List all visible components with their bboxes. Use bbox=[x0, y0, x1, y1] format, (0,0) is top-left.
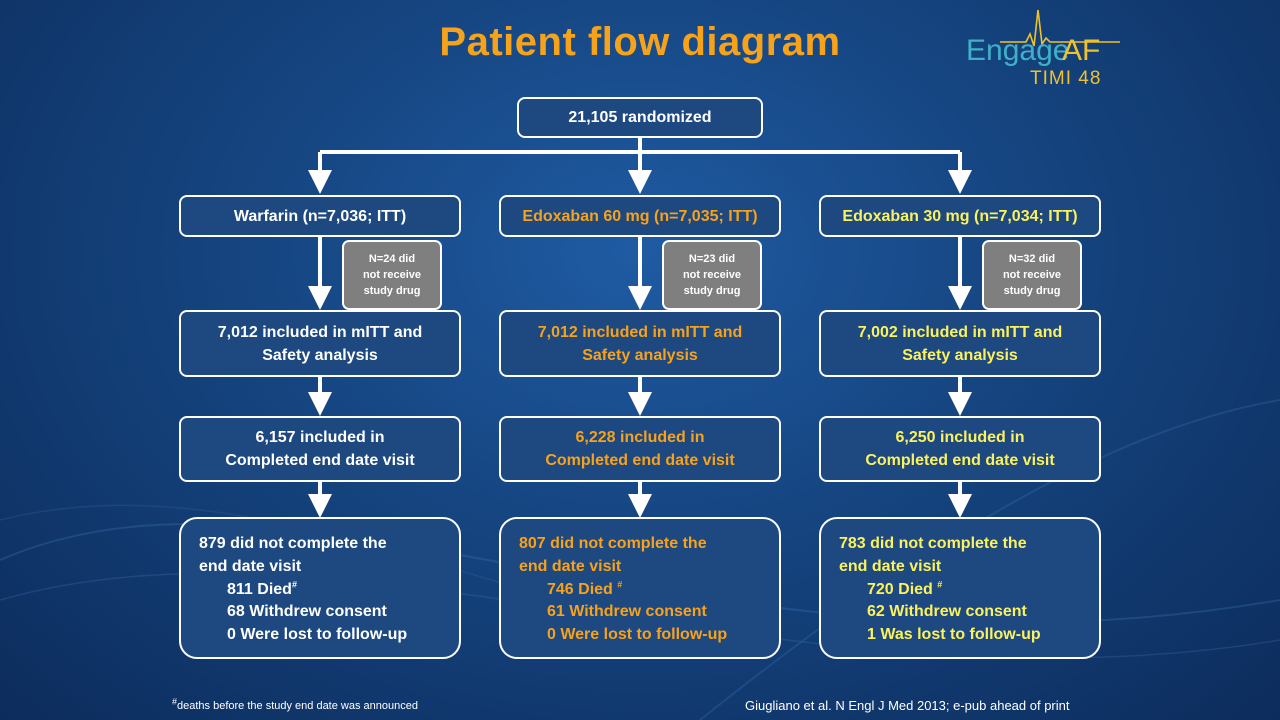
mitt-line: Safety analysis bbox=[582, 346, 698, 364]
footnote-mark: # bbox=[291, 579, 297, 590]
mitt-line: Safety analysis bbox=[262, 346, 378, 364]
page-title: Patient flow diagram bbox=[439, 20, 841, 64]
edox60-completed-box: 6,228 included in Completed end date vis… bbox=[499, 416, 781, 482]
edox60-arm-box: Edoxaban 60 mg (n=7,035; ITT) bbox=[499, 195, 781, 237]
completed-line: 6,250 included in bbox=[895, 429, 1025, 446]
engage-af-logo: Engage AF TIMI 48 bbox=[960, 8, 1120, 92]
edox30-completed-box: 6,250 included in Completed end date vis… bbox=[819, 416, 1101, 482]
completed-line: 6,228 included in bbox=[575, 429, 705, 446]
mitt-line: Safety analysis bbox=[902, 346, 1018, 364]
note-line: study drug bbox=[363, 285, 421, 297]
edox30-arm-box: Edoxaban 30 mg (n=7,034; ITT) bbox=[819, 195, 1101, 237]
withdrew-label: 68 Withdrew consent bbox=[227, 603, 387, 621]
died-row: 720 Died # bbox=[839, 579, 942, 602]
citation: Giugliano et al. N Engl J Med 2013; e-pu… bbox=[745, 698, 1070, 713]
completed-line: Completed end date visit bbox=[865, 452, 1055, 469]
not-complete-line: end date visit bbox=[199, 557, 302, 575]
edox30-mitt-box: 7,002 included in mITT and Safety analys… bbox=[819, 310, 1101, 377]
randomized-box: 21,105 randomized bbox=[517, 97, 763, 138]
edox30-no-drug-note: N=32 did not receive study drug bbox=[982, 240, 1082, 310]
note-line: study drug bbox=[683, 285, 741, 297]
edox30-not-complete-box: 783 did not complete the end date visit … bbox=[819, 517, 1101, 659]
warfarin-not-complete-box: 879 did not complete the end date visit … bbox=[179, 517, 461, 659]
died-row: 746 Died # bbox=[519, 579, 622, 602]
edox60-mitt-box: 7,012 included in mITT and Safety analys… bbox=[499, 310, 781, 377]
died-label: 720 Died bbox=[867, 580, 933, 598]
died-label: 746 Died bbox=[547, 580, 613, 598]
note-line: not receive bbox=[362, 269, 422, 281]
not-complete-line: 807 did not complete the bbox=[519, 535, 707, 552]
not-complete-line: end date visit bbox=[519, 557, 622, 575]
note-line: not receive bbox=[682, 269, 742, 281]
withdrew-label: 61 Withdrew consent bbox=[547, 603, 707, 621]
logo-af-text: AF bbox=[1062, 34, 1101, 67]
completed-line: 6,157 included in bbox=[255, 429, 385, 446]
mitt-line: 7,002 included in mITT and bbox=[857, 323, 1063, 341]
note-line: study drug bbox=[1003, 285, 1061, 297]
note-line: N=24 did bbox=[368, 253, 416, 265]
warfarin-mitt-box: 7,012 included in mITT and Safety analys… bbox=[179, 310, 461, 377]
completed-line: Completed end date visit bbox=[225, 452, 415, 469]
warfarin-completed-box: 6,157 included in Completed end date vis… bbox=[179, 416, 461, 482]
edox60-no-drug-note: N=23 did not receive study drug bbox=[662, 240, 762, 310]
footnote-mark: # bbox=[937, 579, 943, 590]
note-line: N=32 did bbox=[1008, 253, 1056, 265]
arm-name: Edoxaban 60 mg (n=7,035; ITT) bbox=[522, 207, 758, 225]
footnote-mark: # bbox=[172, 696, 178, 707]
not-complete-line: end date visit bbox=[839, 557, 942, 575]
completed-line: Completed end date visit bbox=[545, 452, 735, 469]
footnote-text: deaths before the study end date was ann… bbox=[177, 700, 418, 712]
pulse-line-icon bbox=[1000, 9, 1120, 47]
randomized-label: 21,105 randomized bbox=[568, 109, 712, 126]
warfarin-arm-box: Warfarin (n=7,036; ITT) bbox=[179, 195, 461, 237]
died-row: 811 Died# bbox=[199, 579, 297, 602]
mitt-line: 7,012 included in mITT and bbox=[217, 323, 423, 341]
mitt-line: 7,012 included in mITT and bbox=[537, 323, 743, 341]
note-line: not receive bbox=[1002, 269, 1062, 281]
edox60-not-complete-box: 807 did not complete the end date visit … bbox=[499, 517, 781, 659]
lost-label: 1 Was lost to follow-up bbox=[867, 626, 1041, 644]
logo-timi-text: TIMI 48 bbox=[1030, 68, 1102, 89]
lost-label: 0 Were lost to follow-up bbox=[227, 626, 408, 644]
not-complete-line: 879 did not complete the bbox=[199, 535, 387, 552]
footnote-mark: # bbox=[617, 579, 623, 590]
not-complete-line: 783 did not complete the bbox=[839, 535, 1027, 552]
lost-label: 0 Were lost to follow-up bbox=[547, 626, 728, 644]
warfarin-no-drug-note: N=24 did not receive study drug bbox=[342, 240, 442, 310]
note-line: N=23 did bbox=[688, 253, 736, 265]
arm-name: Warfarin (n=7,036; ITT) bbox=[233, 207, 407, 225]
logo-engage-text: Engage bbox=[966, 34, 1070, 67]
died-label: 811 Died bbox=[227, 580, 292, 598]
footnote: #deaths before the study end date was an… bbox=[172, 697, 418, 712]
arm-name: Edoxaban 30 mg (n=7,034; ITT) bbox=[842, 207, 1078, 225]
withdrew-label: 62 Withdrew consent bbox=[867, 603, 1027, 621]
